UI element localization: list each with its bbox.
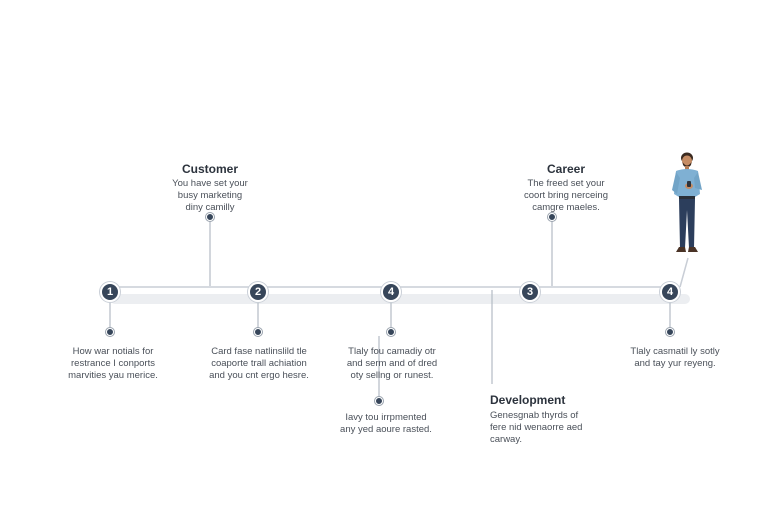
- stage3-description: Tlaly fou camadiy otr and serm and of dr…: [346, 346, 438, 381]
- stage5-description: Tlaly casmatil ly sotly and tay yur reye…: [630, 346, 720, 369]
- callout-career-text: The freed set your coort bring nerceing …: [524, 178, 608, 213]
- dot-customer: [206, 213, 214, 221]
- dot-stage3b: [375, 397, 383, 405]
- connector-person: [679, 257, 689, 288]
- stage-node-3: 4: [381, 282, 401, 302]
- dot-stage5: [666, 328, 674, 336]
- stage-node-4: 3: [520, 282, 540, 302]
- callout-career-title: Career: [546, 162, 586, 176]
- callout-development-title: Development: [490, 393, 566, 407]
- dot-career: [548, 213, 556, 221]
- dot-stage2: [254, 328, 262, 336]
- person-illustration: [672, 152, 702, 252]
- stage1-description: How war notials for restrance I conports…: [68, 346, 158, 381]
- stage-node-2: 2: [248, 282, 268, 302]
- stage-node-5: 4: [660, 282, 680, 302]
- dot-stage1: [106, 328, 114, 336]
- stage3b-description: Iavy tou irrpmented any yed aoure rasted…: [340, 412, 432, 435]
- callout-development-text: Genesgnab thyrds of fere nid wenaorre ae…: [490, 410, 583, 445]
- callout-customer-text: You have set your busy marketing diny ca…: [172, 178, 248, 213]
- stage2-description: Card fase natlinslild tle coaporte trall…: [209, 346, 309, 381]
- dot-stage3: [387, 328, 395, 336]
- callout-customer-title: Customer: [181, 162, 238, 176]
- stage-node-1: 1: [100, 282, 120, 302]
